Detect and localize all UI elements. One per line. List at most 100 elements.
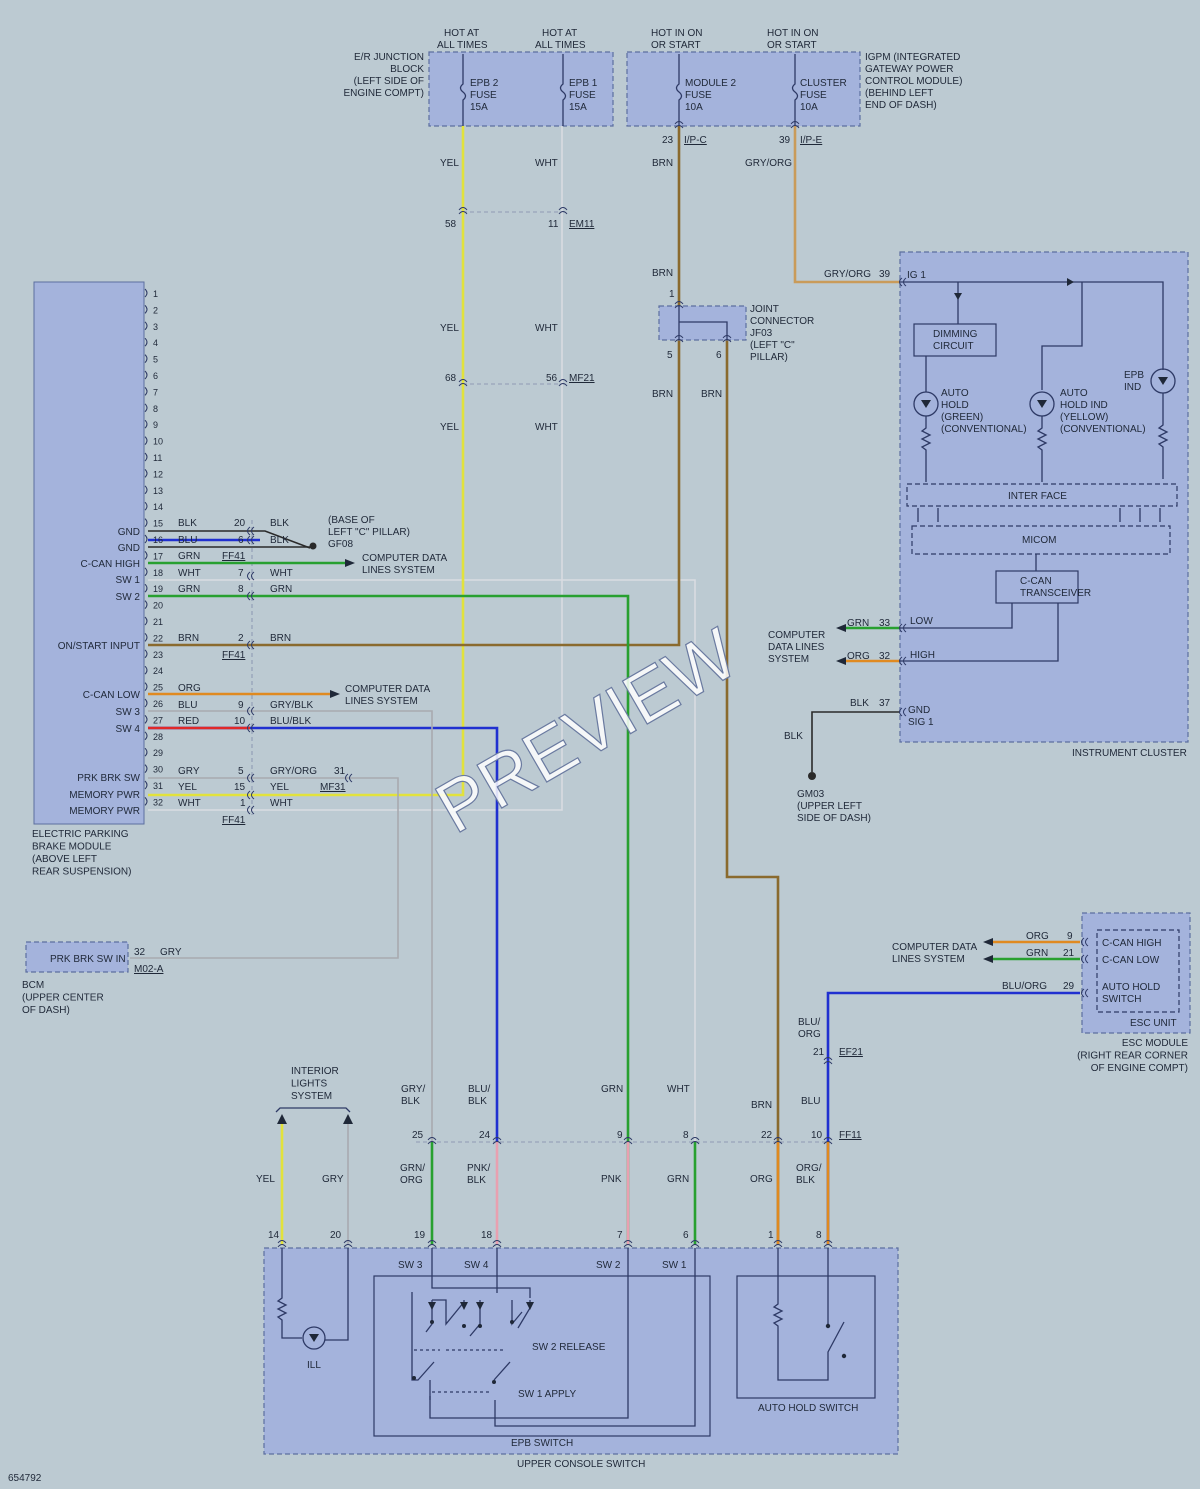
dim-label-line-0: DIMMING: [933, 329, 978, 340]
bcm-label-line-1: (UPPER CENTER: [22, 993, 104, 1004]
console-sw2: SW 2: [596, 1260, 621, 1271]
epb-pin-11: 11: [153, 453, 162, 463]
cluster-ig-bus: [900, 281, 1164, 370]
cdls2-line-1: LINES SYSTEM: [345, 696, 418, 707]
pin-label-can-high: C-CAN HIGH: [81, 559, 140, 570]
mf21-pin-56: 56: [546, 373, 558, 384]
chevron-3: [558, 379, 568, 387]
lbl-yel-3: YEL: [440, 422, 459, 433]
epb-pin-mark-13: [144, 485, 148, 495]
lbl-gry-interior: GRY: [322, 1174, 344, 1185]
gf08-label-line-1: LEFT "C" PILLAR): [328, 527, 410, 538]
ff11-pin-25: 25: [412, 1130, 424, 1141]
igpm-label-line-4: END OF DASH): [865, 100, 937, 111]
epb-pin-mark-27: [144, 715, 148, 724]
mf21-label: MF21: [569, 373, 595, 384]
lbl-yel-1: YEL: [440, 158, 459, 169]
interior-label-line-2: SYSTEM: [291, 1091, 332, 1102]
grn-wire-sw2: [148, 594, 630, 1245]
lbl-ff41-a: FF41: [222, 551, 246, 562]
blu-blk2-line-0: BLU/: [468, 1084, 490, 1095]
ff11-pin-10: 10: [811, 1130, 823, 1141]
h-chevron-3: [247, 591, 255, 601]
lbl-gry-org-1: GRY/ORG: [745, 158, 792, 169]
esc-pin-21: 21: [1063, 948, 1075, 959]
cluster-pin-37: 37: [879, 698, 891, 709]
epb-pin-mark-2: [144, 305, 148, 314]
h-chevron-1: [247, 535, 255, 545]
esc-wire-grn: GRN: [1026, 948, 1048, 959]
conn-ipc: I/P-C: [684, 135, 707, 146]
sw1-white-wire: [148, 579, 696, 1142]
chevron-20: [690, 1240, 700, 1248]
h-chevron-0: [247, 526, 255, 536]
esc-label-line-2: OF ENGINE COMPT): [1091, 1063, 1188, 1074]
h-chevron-11: [899, 277, 907, 287]
led-epb-symbol: [1158, 377, 1168, 385]
ff11-label: FF11: [839, 1130, 862, 1141]
epb-pin-5: 5: [153, 355, 158, 365]
lbl-ff41-b: FF41: [222, 650, 246, 661]
em11-label: EM11: [569, 219, 595, 230]
gry-blk-wire-sw3: [148, 710, 433, 1142]
lbl-blk-out-2: BLK: [270, 535, 289, 546]
epb-pin-mark-32: [144, 797, 148, 806]
epb-pin-mark-25: [144, 682, 148, 691]
auto-hold-switch-contact-icon: [772, 1248, 845, 1381]
lbl-brn-out: BRN: [270, 633, 291, 644]
lbl-brn-2: BRN: [652, 268, 673, 279]
chevron-7: [674, 335, 684, 343]
lbl-grn-lower: GRN: [667, 1174, 689, 1185]
blu-org2-line-1: ORG: [798, 1029, 821, 1040]
epb-pin-mark-14: [144, 501, 148, 511]
h-chevron-17: [1081, 988, 1089, 998]
epb-switch-label: EPB SWITCH: [511, 1438, 573, 1449]
joint-label-line-2: JF03: [750, 328, 773, 339]
lbl-blu-16: BLU: [178, 535, 197, 546]
lbl-gry-org-out: GRY/ORG: [270, 766, 317, 777]
esc-wire-org: ORG: [1026, 931, 1049, 942]
pin-label-can-low: C-CAN LOW: [83, 690, 141, 701]
epb-pin-mark-19: [144, 583, 148, 593]
fuse-mod2-line-0: MODULE 2: [685, 78, 737, 89]
epb-pin-26: 26: [153, 699, 163, 709]
cluster-high: HIGH: [910, 650, 935, 661]
lbl-ff-7: 7: [238, 568, 244, 579]
lbl-grn-org-vertical: GRN/ORG: [400, 1163, 425, 1186]
fuse-epb1-line-2: 15A: [569, 102, 587, 113]
ground-gf08-icon: [309, 542, 317, 550]
cluster-pin-33: 33: [879, 618, 891, 629]
diagram-id: 654792: [8, 1473, 42, 1484]
h-chevron-9: [247, 805, 255, 815]
brn-wire-on-start: [148, 126, 681, 647]
interface-micom-links: [917, 508, 1161, 522]
ill-return: [325, 1248, 349, 1341]
transceiver-high: [900, 603, 1059, 662]
epb-pin-mark-29: [144, 747, 148, 757]
cluster-low: LOW: [910, 616, 933, 627]
cluster-ig1: IG 1: [907, 270, 926, 281]
arrow-interior-yel-icon: [277, 1114, 287, 1124]
blk-cluster-gnd-wire: [811, 711, 900, 772]
gry-blk2-line-0: GRY/: [401, 1084, 425, 1095]
epb-pin-mark-4: [144, 337, 148, 347]
fuse-epb2-line-0: EPB 2: [470, 78, 499, 89]
lbl-gry-blk-out: GRY/BLK: [270, 700, 313, 711]
fuse-epb2-line-1: FUSE: [470, 90, 497, 101]
fuse-epb1-line-1: FUSE: [569, 90, 596, 101]
ah-yellow-line-0: AUTO: [1060, 388, 1088, 399]
ill-led-symbol: [309, 1334, 319, 1342]
chevron-5: [790, 121, 800, 129]
console-sw1-apply: SW 1 APPLY: [518, 1389, 577, 1400]
auto-hold-contact-dot-2: [841, 1353, 847, 1359]
